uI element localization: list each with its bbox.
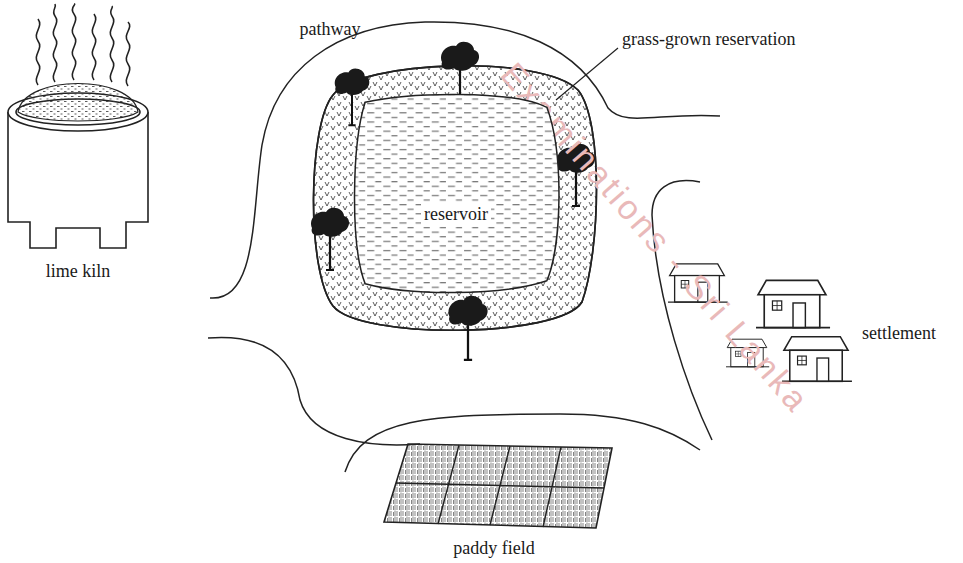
lime-kiln (8, 4, 148, 248)
settlement-label: settlement (862, 324, 936, 344)
path-label: pathway (300, 20, 361, 40)
reservoir-water: reservoir (350, 92, 562, 296)
water-ground (355, 94, 559, 292)
water-surface (355, 94, 559, 292)
leader-line (556, 48, 618, 100)
water-outline (350, 92, 562, 296)
trees (311, 42, 595, 360)
paddy-field (384, 444, 612, 528)
kiln-label: lime kiln (46, 262, 111, 282)
node-label: reservoir (421, 204, 491, 225)
callout-label: grass-grown reservation (622, 30, 795, 50)
field-label: paddy field (453, 539, 534, 559)
